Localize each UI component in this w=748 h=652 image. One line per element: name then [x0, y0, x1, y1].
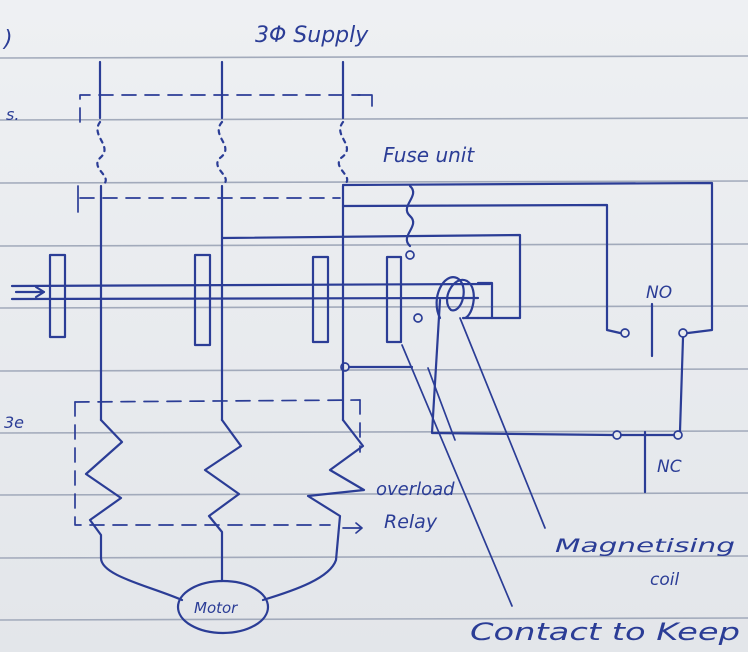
contactor-bar-top	[10, 282, 492, 288]
fuse-element-1	[96, 120, 107, 186]
margin-note-upper: s.	[6, 105, 19, 124]
ruled-line	[0, 180, 748, 184]
overload-enclosure-top	[74, 399, 361, 403]
overload-heater-3	[261, 418, 366, 602]
coil-pointer-line	[459, 317, 546, 529]
contact-plate-hold	[385, 255, 403, 344]
contact-plate-2	[193, 253, 212, 347]
nc-terminal-right	[673, 430, 683, 440]
no-terminal-left	[620, 328, 630, 338]
control-wire-top	[341, 181, 714, 335]
supply-label: 3Φ Supply	[255, 23, 369, 48]
coil-label-line2: coil	[650, 570, 679, 590]
control-wire-second	[341, 203, 622, 335]
phase-line-2	[203, 60, 243, 583]
ruled-line	[0, 617, 748, 621]
nc-label: NC	[657, 457, 682, 477]
overload-label-line1: overload	[376, 479, 455, 500]
ruled-line	[0, 555, 748, 559]
ruled-line	[0, 243, 748, 247]
fuse-enclosure-corner	[357, 94, 373, 107]
ruled-lines	[0, 55, 748, 621]
ruled-line	[0, 55, 748, 59]
coil-label-line1: Magnetising	[555, 535, 735, 557]
auxiliary-terminal	[413, 313, 423, 323]
magnetising-coil	[435, 276, 480, 320]
contact-plate-1	[48, 253, 67, 339]
arrow-icon	[14, 285, 46, 299]
contactor	[10, 253, 494, 347]
overload-enclosure-side	[74, 401, 331, 526]
nc-contact	[430, 298, 683, 494]
overload-relay-enclosure	[74, 399, 363, 534]
ruled-line	[0, 305, 748, 309]
margin-note-top: )	[2, 27, 13, 52]
fuse-enclosure-top	[79, 94, 361, 123]
arrow-icon	[342, 522, 363, 534]
fuse-element-3	[337, 120, 349, 186]
no-terminal-right	[678, 328, 688, 338]
relay-pointer-line	[427, 367, 456, 441]
control-wire-third	[220, 233, 522, 320]
fuse-element-2	[216, 120, 227, 186]
fuse-unit-enclosure	[77, 94, 373, 213]
control-fuse-terminal	[405, 250, 415, 260]
ruled-line	[0, 492, 748, 496]
contact-pointer-line	[401, 344, 513, 607]
overload-heater-2	[203, 418, 243, 583]
control-fuse	[405, 184, 415, 248]
fuse-unit-label: Fuse unit	[383, 143, 475, 167]
margin-note-middle: 3e	[4, 413, 24, 432]
no-label: NO	[646, 283, 672, 303]
ruled-line	[0, 368, 748, 372]
no-contact	[620, 302, 688, 433]
contactor-bar-bottom	[10, 296, 480, 301]
contactor-bar-end	[476, 281, 494, 320]
motor-label: Motor	[194, 599, 238, 617]
contact-plate-3	[311, 255, 330, 344]
nc-terminal-left	[612, 430, 622, 440]
motor-symbol	[176, 579, 270, 635]
overload-heater-1	[84, 418, 184, 602]
no-to-nc-wire	[678, 336, 685, 433]
hold-in-terminal	[340, 362, 350, 372]
control-circuit	[220, 181, 714, 372]
coil-return-wire	[430, 298, 614, 437]
contact-note: Contact to Keep	[470, 618, 740, 646]
phase-line-1	[84, 60, 184, 602]
phase-line-3	[261, 60, 366, 602]
overload-label-line2: Relay	[384, 511, 438, 533]
ruled-line	[0, 430, 748, 434]
ruled-line	[0, 117, 748, 121]
